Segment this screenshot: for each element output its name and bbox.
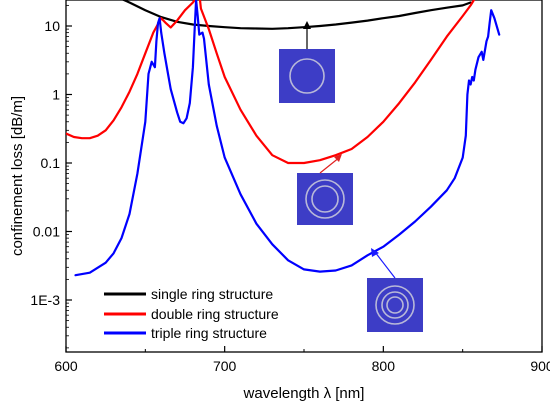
legend-label-triple: triple ring structure — [151, 325, 267, 341]
arrow-triple — [374, 251, 396, 279]
y-axis-ticks: 1E-3 0.01 0.1 1 10 — [30, 4, 72, 349]
series-line-1 — [66, 0, 476, 165]
arrow-double — [319, 156, 341, 174]
series-line-0 — [121, 0, 472, 30]
y-tick-label: 10 — [44, 18, 60, 34]
inset-arrows — [303, 21, 396, 279]
x-tick-label: 800 — [372, 358, 396, 374]
y-tick-label: 1E-3 — [30, 292, 60, 308]
y-tick-label: 0.1 — [41, 155, 61, 171]
series-line-2 — [74, 0, 501, 277]
y-tick-label: 1 — [52, 87, 60, 103]
legend: single ring structure double ring struct… — [104, 286, 279, 341]
x-tick-label: 600 — [54, 358, 78, 374]
arrowhead-triple — [371, 248, 379, 257]
x-axis-ticks: 600 700 800 900 — [54, 346, 550, 374]
legend-label-double: double ring structure — [151, 306, 279, 322]
y-tick-label: 0.01 — [33, 224, 60, 240]
x-tick-label: 900 — [530, 358, 550, 374]
y-axis-title: confinement loss [dB/m] — [9, 96, 26, 256]
x-axis-title: wavelength λ [nm] — [243, 385, 365, 402]
inset-triple-ring — [367, 278, 423, 332]
legend-label-single: single ring structure — [151, 286, 273, 302]
arrowhead-double — [334, 154, 342, 162]
series-layer — [66, 0, 501, 277]
inset-single-ring — [279, 49, 335, 103]
inset-double-ring — [297, 173, 353, 225]
x-tick-label: 700 — [213, 358, 237, 374]
arrowhead-single — [303, 21, 311, 29]
